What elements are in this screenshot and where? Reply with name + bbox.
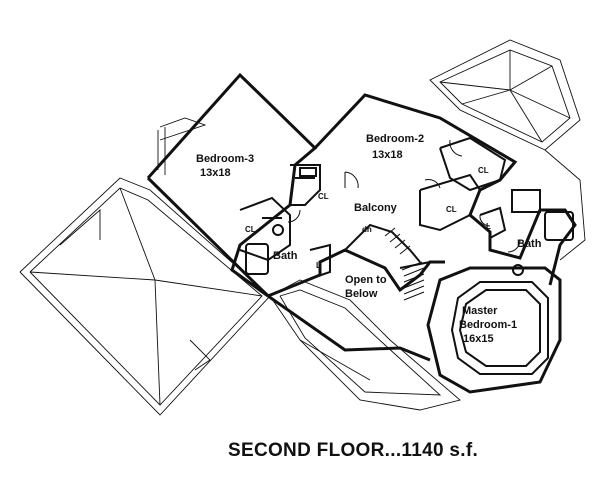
master-label: Master xyxy=(462,305,498,317)
door-swings xyxy=(287,139,521,253)
open-below-line-1: Open to xyxy=(345,274,387,286)
stair-down-label: dn xyxy=(362,225,372,234)
linen-label-right: L xyxy=(486,222,491,231)
closet-label-right: CL xyxy=(478,166,489,175)
linen-label-left: L xyxy=(316,261,321,270)
closet-label-center: CL xyxy=(446,205,457,214)
roof-lines xyxy=(19,39,586,416)
open-below-line-2: Below xyxy=(345,288,378,300)
bedroom-3-name: Bedroom-3 xyxy=(196,153,254,165)
bedroom-3-size: 13x18 xyxy=(200,167,231,179)
master-size: 16x15 xyxy=(463,333,494,345)
bedroom-2-name: Bedroom-2 xyxy=(366,133,424,145)
stair-treads xyxy=(384,227,425,301)
bath-left-label: Bath xyxy=(273,250,298,262)
bath-right-label: Bath xyxy=(517,238,542,250)
closet-label-left-upper: CL xyxy=(318,192,329,201)
closet-label-left-lower: CL xyxy=(245,225,256,234)
balcony-label: Balcony xyxy=(354,202,398,214)
floor-caption: SECOND FLOOR...1140 s.f. xyxy=(228,440,479,461)
exterior-walls xyxy=(146,72,577,394)
master-sub-label: Bedroom-1 xyxy=(459,319,517,331)
bedroom-2-size: 13x18 xyxy=(372,149,403,161)
interior-walls xyxy=(239,136,574,375)
